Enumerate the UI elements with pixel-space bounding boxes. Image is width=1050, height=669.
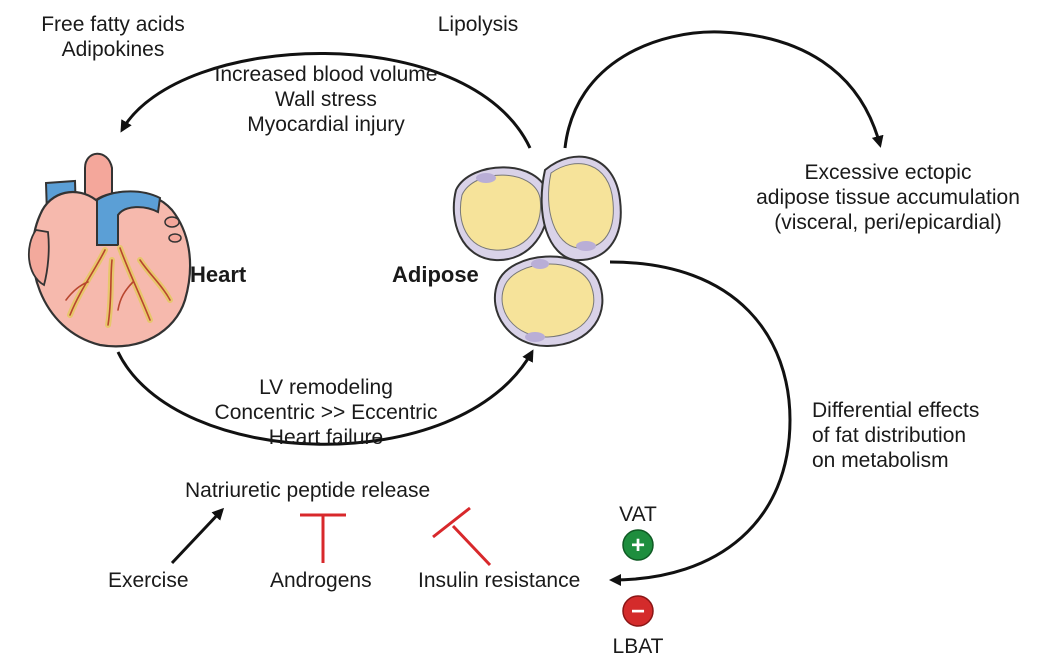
exercise-arrow bbox=[170, 507, 225, 565]
exercise-label: Exercise bbox=[108, 569, 189, 592]
heart-illustration bbox=[27, 152, 192, 348]
vat-label: VAT bbox=[619, 503, 657, 526]
androgens-label: Androgens bbox=[270, 569, 372, 592]
bottom-arrow-heart-to-adipose bbox=[116, 349, 534, 446]
androgens-inhibit-bar bbox=[300, 513, 346, 563]
lipolysis-label: Lipolysis bbox=[437, 13, 519, 36]
differential-effects-label: Differential effects of fat distribution… bbox=[812, 399, 980, 472]
arrow-to-ectopic bbox=[563, 30, 884, 149]
ectopic-accumulation-label: Excessive ectopic adipose tissue accumul… bbox=[756, 161, 1020, 234]
adipose-illustration bbox=[452, 155, 622, 348]
bottom-effects-label: LV remodeling Concentric >> Eccentric He… bbox=[214, 376, 438, 449]
top-effects-label: Increased blood volume Wall stress Myoca… bbox=[214, 63, 438, 136]
adipose-label: Adipose bbox=[392, 262, 479, 287]
lbat-minus-badge: − bbox=[622, 595, 654, 627]
heart-label: Heart bbox=[190, 262, 247, 287]
vat-plus-badge: + bbox=[622, 529, 654, 561]
free-fatty-acids-label: Free fatty acids Adipokines bbox=[41, 13, 185, 61]
minus-symbol: − bbox=[631, 598, 645, 625]
natriuretic-peptide-label: Natriuretic peptide release bbox=[185, 479, 431, 502]
top-arrow-adipose-to-heart bbox=[120, 52, 532, 149]
plus-symbol: + bbox=[631, 532, 645, 559]
insulin-resistance-label: Insulin resistance bbox=[418, 569, 581, 592]
insulin-inhibit-bar bbox=[432, 506, 492, 567]
arrow-to-insulin-resistance bbox=[609, 260, 792, 586]
lbat-label: LBAT bbox=[612, 635, 664, 658]
